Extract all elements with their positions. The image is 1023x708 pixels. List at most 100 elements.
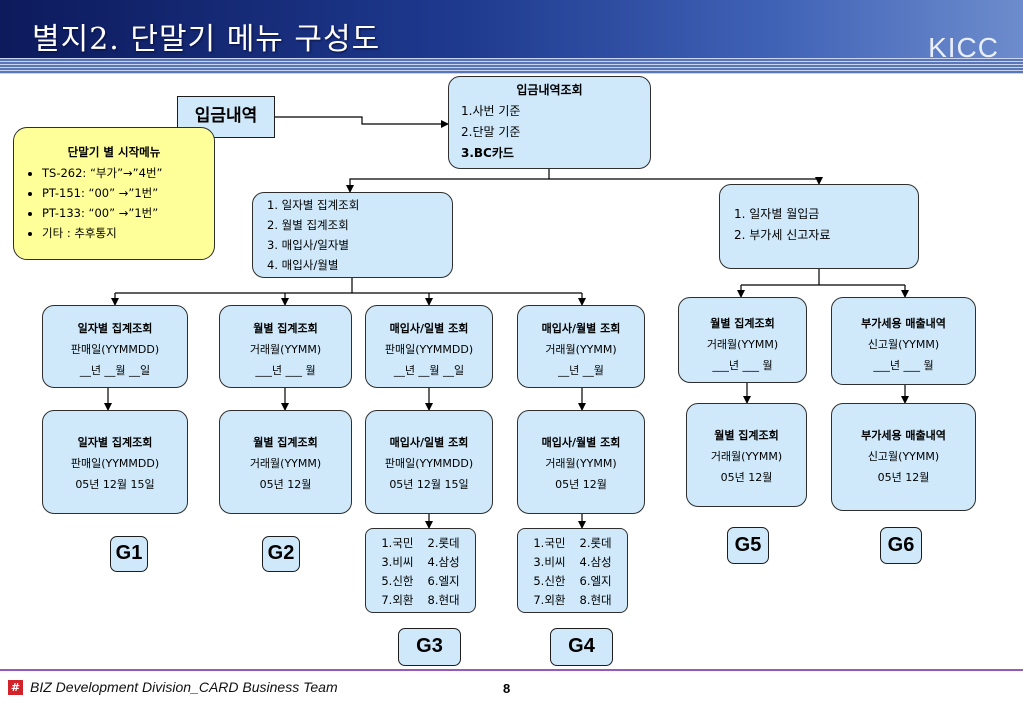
card-item: 7.외환 — [381, 593, 414, 607]
footer-divider — [0, 669, 1023, 671]
deposit-inquiry-option: 1.사번 기준 — [461, 104, 521, 118]
footer-team-name: BIZ Development Division_CARD Business T… — [30, 679, 338, 695]
card-item: 1.국민 — [381, 536, 414, 550]
card-item: 4.삼성 — [427, 555, 460, 569]
aggregate-menu-box: 1. 일자별 집계조회 2. 월별 집계조회 3. 매입사/일자별 4. 매입사… — [252, 192, 453, 278]
query-title: 월별 집계조회 — [710, 317, 775, 330]
note-list: TS-262: “부가”→”4번” PT-151: “00” →”1번” PT-… — [14, 163, 214, 243]
note-title: 단말기 별 시작메뉴 — [67, 145, 161, 159]
g4-query-box: 매입사/월별 조회 거래월(YYMM) __년 __월 — [517, 305, 645, 388]
query-input-mask: ___년 ___ 월 — [873, 359, 934, 372]
query-format: 판매일(YYMMDD) — [70, 343, 160, 356]
query-title: 부가세용 매출내역 — [861, 317, 946, 330]
card-item: 8.현대 — [427, 593, 460, 607]
page-title: 별지2. 단말기 메뉴 구성도 — [32, 22, 381, 57]
card-item: 3.비씨 — [533, 555, 566, 569]
header-banner: 별지2. 단말기 메뉴 구성도 KICC — [0, 0, 1023, 74]
card-grid: 1.국민 2.롯데 3.비씨 4.삼성 5.신한 6.엘지 7.외환 8.현대 — [518, 534, 627, 610]
card-item: 5.신한 — [533, 574, 566, 588]
result-title: 일자별 집계조회 — [77, 436, 153, 449]
query-title: 매입사/월별 조회 — [541, 322, 621, 335]
result-value: 05년 12월 — [877, 471, 930, 484]
deposit-inquiry-box: 입금내역조회 1.사번 기준 2.단말 기준 3.BC카드 — [448, 76, 651, 169]
note-item: 기타 : 추후통지 — [42, 223, 214, 243]
monthly-deposit-menu-box: 1. 일자별 월입금 2. 부가세 신고자료 — [719, 184, 919, 269]
g1-query-box: 일자별 집계조회 판매일(YYMMDD) __년 __월 __일 — [42, 305, 188, 388]
card-item: 6.엘지 — [427, 574, 460, 588]
g2-query-box: 월별 집계조회 거래월(YYMM) ___년 ___ 월 — [219, 305, 352, 388]
g4-result-box: 매입사/월별 조회 거래월(YYMM) 05년 12월 — [517, 410, 645, 514]
g5-query-box: 월별 집계조회 거래월(YYMM) ___년 ___ 월 — [678, 297, 807, 383]
g6-result-box: 부가세용 매출내역 신고월(YYMM) 05년 12월 — [831, 403, 976, 511]
company-logo-icon: # — [8, 680, 23, 695]
card-item: 7.외환 — [533, 593, 566, 607]
deposit-inquiry-title: 입금내역조회 — [516, 83, 583, 97]
query-input-mask: __년 __월 — [558, 364, 604, 377]
result-value: 05년 12월 — [720, 471, 773, 484]
g6-query-box: 부가세용 매출내역 신고월(YYMM) ___년 ___ 월 — [831, 297, 976, 385]
page-number: 8 — [503, 681, 511, 696]
line-top-to-right — [549, 177, 823, 185]
result-value: 05년 12월 15일 — [389, 478, 469, 491]
note-item: TS-262: “부가”→”4번” — [42, 163, 214, 183]
deposit-inquiry-option: 2.단말 기준 — [461, 125, 521, 139]
aggregate-menu-item: 3. 매입사/일자별 — [267, 238, 349, 252]
query-input-mask: ___년 ___ 월 — [712, 359, 773, 372]
line-left-branch — [115, 278, 582, 294]
query-title: 월별 집계조회 — [253, 322, 318, 335]
query-format: 신고월(YYMM) — [867, 338, 940, 351]
card-item: 2.롯데 — [427, 536, 460, 550]
query-input-mask: __년 __월 __일 — [79, 364, 151, 377]
card-item: 2.롯데 — [579, 536, 612, 550]
start-menu-note: 단말기 별 시작메뉴 TS-262: “부가”→”4번” PT-151: “00… — [13, 127, 215, 260]
g3-card-list: 1.국민 2.롯데 3.비씨 4.삼성 5.신한 6.엘지 7.외환 8.현대 — [365, 528, 476, 613]
card-grid: 1.국민 2.롯데 3.비씨 4.삼성 5.신한 6.엘지 7.외환 8.현대 — [366, 534, 475, 610]
query-title: 매입사/일별 조회 — [389, 322, 469, 335]
query-format: 판매일(YYMMDD) — [384, 343, 474, 356]
query-format: 거래월(YYMM) — [545, 343, 617, 356]
arrow-input-to-top — [275, 116, 449, 128]
result-title: 부가세용 매출내역 — [861, 429, 946, 442]
result-value: 05년 12월 15일 — [75, 478, 155, 491]
query-input-mask: ___년 ___ 월 — [255, 364, 316, 377]
monthly-menu-item: 2. 부가세 신고자료 — [734, 228, 831, 242]
g2-result-box: 월별 집계조회 거래월(YYMM) 05년 12월 — [219, 410, 352, 514]
g4-tag: G4 — [550, 628, 613, 666]
result-title: 월별 집계조회 — [714, 429, 779, 442]
result-title: 매입사/월별 조회 — [541, 436, 621, 449]
result-value: 05년 12월 — [259, 478, 312, 491]
g3-query-box: 매입사/일별 조회 판매일(YYMMDD) __년 __월 __일 — [365, 305, 493, 388]
line-right-branch — [741, 269, 905, 286]
result-title: 매입사/일별 조회 — [389, 436, 469, 449]
result-format: 판매일(YYMMDD) — [384, 457, 474, 470]
card-item: 6.엘지 — [579, 574, 612, 588]
result-format: 신고월(YYMM) — [867, 450, 940, 463]
aggregate-menu-item: 1. 일자별 집계조회 — [267, 198, 360, 212]
query-title: 일자별 집계조회 — [77, 322, 153, 335]
aggregate-menu-item: 4. 매입사/월별 — [267, 258, 339, 272]
g4-card-list: 1.국민 2.롯데 3.비씨 4.삼성 5.신한 6.엘지 7.외환 8.현대 — [517, 528, 628, 613]
card-item: 8.현대 — [579, 593, 612, 607]
g1-result-box: 일자별 집계조회 판매일(YYMMDD) 05년 12월 15일 — [42, 410, 188, 514]
result-format: 판매일(YYMMDD) — [70, 457, 160, 470]
card-item: 4.삼성 — [579, 555, 612, 569]
line-top-split — [346, 169, 550, 193]
kicc-logo: KICC — [928, 32, 999, 63]
result-format: 거래월(YYMM) — [545, 457, 617, 470]
result-format: 거래월(YYMM) — [249, 457, 322, 470]
card-item: 5.신한 — [381, 574, 414, 588]
g5-result-box: 월별 집계조회 거래월(YYMM) 05년 12월 — [686, 403, 807, 507]
g2-tag: G2 — [262, 536, 300, 572]
aggregate-menu-item: 2. 월별 집계조회 — [267, 218, 349, 232]
result-value: 05년 12월 — [555, 478, 607, 491]
note-item: PT-151: “00” →”1번” — [42, 183, 214, 203]
monthly-menu-item: 1. 일자별 월입금 — [734, 207, 820, 221]
note-item: PT-133: “00” →”1번” — [42, 203, 214, 223]
g1-tag: G1 — [110, 536, 148, 572]
g6-tag: G6 — [880, 527, 922, 564]
card-item: 3.비씨 — [381, 555, 414, 569]
deposit-inquiry-option: 3.BC카드 — [461, 146, 514, 160]
g3-tag: G3 — [398, 628, 461, 666]
result-title: 월별 집계조회 — [253, 436, 318, 449]
